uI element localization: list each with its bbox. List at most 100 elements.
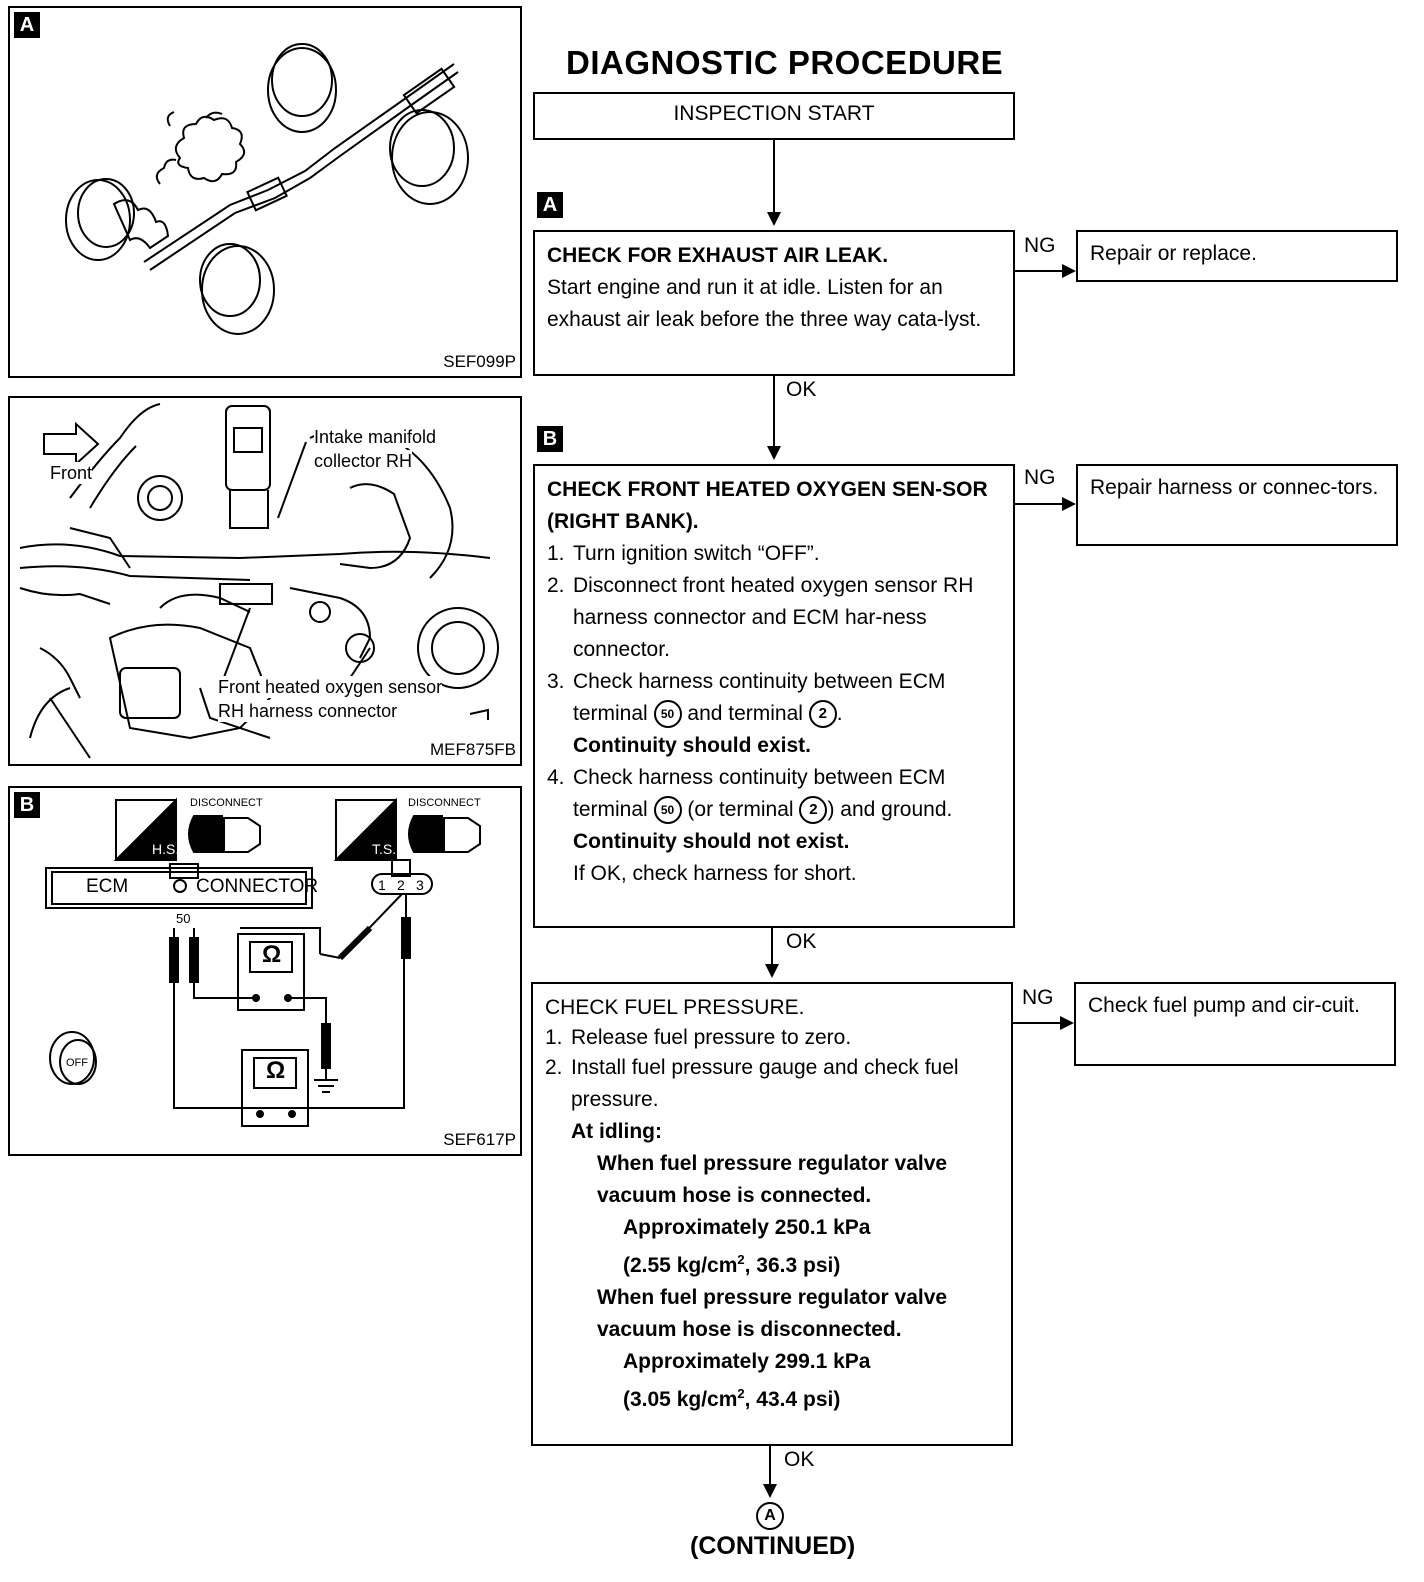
step-b-item-2: 2. Disconnect front heated oxygen sensor … [547, 570, 1001, 666]
ng-result-a-box: Repair or replace. [1076, 230, 1398, 282]
collector-rh-label: collector RH [314, 450, 413, 472]
ohm-label-1: Ω [262, 941, 282, 968]
step-text-part: ) and ground. [827, 798, 953, 821]
ng-result-c-box: Check fuel pump and cir-cuit. [1074, 982, 1396, 1066]
figure-tag-a: A [14, 12, 40, 38]
step-c-heading: CHECK FUEL PRESSURE. [545, 996, 805, 1019]
pin-3-label: 3 [416, 877, 424, 893]
step-tag-b: B [537, 426, 563, 452]
arrow-right-icon [1060, 1016, 1074, 1030]
step-text-part: Check harness continuity between ECM ter… [573, 670, 946, 725]
arrow-down-icon [765, 964, 779, 978]
engine-bay-illustration [19, 403, 499, 759]
pin-1-label: 1 [378, 877, 386, 893]
step-b-result-4: Continuity should not exist. [573, 830, 850, 853]
step-tag-a: A [537, 192, 563, 218]
ng-line [1015, 503, 1063, 505]
step-a-box: CHECK FOR EXHAUST AIR LEAK. Start engine… [533, 230, 1015, 376]
arrow-down-icon [767, 446, 781, 460]
figure-code-b: SEF617P [443, 1130, 516, 1149]
inspection-start-box: INSPECTION START [533, 92, 1015, 140]
step-c-box: CHECK FUEL PRESSURE. 1.Release fuel pres… [531, 982, 1013, 1446]
ng-result-b-box: Repair harness or connec-tors. [1076, 464, 1398, 546]
inspection-start-label: INSPECTION START [673, 102, 875, 125]
ng-line [1013, 1022, 1061, 1024]
disconnect-label-1: DISCONNECT [190, 797, 263, 809]
connector-line [771, 928, 773, 966]
arrow-right-icon [1062, 264, 1076, 278]
ohm-label-2: Ω [266, 1057, 286, 1084]
terminal-2-badge: 2 [808, 700, 837, 729]
step-text-part: (or terminal [687, 798, 794, 821]
figure-code-a: SEF099P [443, 352, 516, 371]
step-number: 1. [547, 542, 565, 565]
idling-label: At idling: [571, 1120, 662, 1143]
arrow-right-icon [1062, 497, 1076, 511]
superscript: 2 [737, 1252, 745, 1267]
ng-result-c-text: Check fuel pump and cir-cuit. [1088, 994, 1360, 1017]
step-b-item-4: 4. Check harness continuity between ECM … [547, 762, 1001, 826]
connector-line [773, 376, 775, 448]
condition-disconnected: When fuel pressure regulator valve vacuu… [597, 1286, 948, 1341]
value-text: , 36.3 psi) [744, 1254, 841, 1277]
step-text: Check harness continuity between ECM ter… [573, 666, 1001, 730]
step-b-box: CHECK FRONT HEATED OXYGEN SEN-SOR (RIGHT… [533, 464, 1015, 928]
step-c-item-2: 2. Install fuel pressure gauge and check … [545, 1052, 999, 1116]
connector-line [773, 140, 775, 214]
value-disconnected-alt: (3.05 kg/cm2, 43.4 psi) [545, 1378, 999, 1416]
figure-tag-b: B [14, 792, 40, 818]
ng-line [1015, 270, 1063, 272]
value-text: , 43.4 psi) [744, 1388, 841, 1411]
pin-50-label: 50 [176, 911, 191, 926]
value-text: (3.05 kg/cm [623, 1388, 738, 1411]
step-a-heading: CHECK FOR EXHAUST AIR LEAK. [547, 244, 889, 267]
step-text-part: . [836, 702, 843, 725]
ecm-label: ECM [86, 876, 129, 897]
value-text: (2.55 kg/cm [623, 1254, 738, 1277]
intake-manifold-label: Intake manifold [314, 426, 437, 448]
step-text: Install fuel pressure gauge and check fu… [571, 1056, 959, 1111]
ok-label-b: OK [786, 930, 817, 953]
continued-marker-badge: A [756, 1502, 784, 1530]
value-disconnected-kpa: Approximately 299.1 kPa [623, 1350, 871, 1373]
superscript: 2 [737, 1386, 745, 1401]
step-c-item-1: 1.Release fuel pressure to zero. [545, 1024, 999, 1052]
hs-label: H.S. [152, 841, 180, 857]
figure-exhaust-leak: A SEF099P [8, 6, 522, 378]
ng-label-a: NG [1024, 234, 1056, 257]
value-connected-kpa: Approximately 250.1 kPa [623, 1216, 871, 1239]
ts-label: T.S. [372, 841, 397, 857]
ok-label-c: OK [784, 1448, 815, 1471]
key-off-label: OFF [66, 1057, 88, 1069]
figure-engine-bay: Front Intake manifold collector RH Front… [8, 396, 522, 766]
step-text-part: Check harness continuity between ECM ter… [573, 766, 946, 821]
step-number: 4. [547, 766, 565, 789]
figure-code-engine: MEF875FB [430, 740, 516, 759]
step-b-note: If OK, check harness for short. [573, 862, 857, 885]
value-connected-alt: (2.55 kg/cm2, 36.3 psi) [545, 1244, 999, 1282]
ok-label-a: OK [786, 378, 817, 401]
arrow-down-icon [767, 212, 781, 226]
step-a-body: Start engine and run it at idle. Listen … [547, 276, 982, 331]
disconnect-label-2: DISCONNECT [408, 797, 481, 809]
step-number: 2. [547, 574, 565, 597]
step-text: Release fuel pressure to zero. [571, 1026, 852, 1049]
step-text: Turn ignition switch “OFF”. [573, 542, 820, 565]
pin-2-label: 2 [397, 877, 405, 893]
step-text: Check harness continuity between ECM ter… [573, 762, 1001, 826]
front-label: Front [50, 462, 93, 484]
step-number: 2. [545, 1056, 563, 1079]
connector-line [769, 1446, 771, 1486]
page-title: DIAGNOSTIC PROCEDURE [566, 44, 1004, 81]
ng-result-b-text: Repair harness or connec-tors. [1090, 476, 1379, 499]
step-b-item-3: 3. Check harness continuity between ECM … [547, 666, 1001, 730]
terminal-50-badge: 50 [653, 700, 682, 729]
step-b-result-3: Continuity should exist. [573, 734, 812, 757]
step-b-heading: CHECK FRONT HEATED OXYGEN SEN-SOR (RIGHT… [547, 478, 988, 533]
connector-label: CONNECTOR [196, 876, 319, 897]
figure-continuity-check: B [8, 786, 522, 1156]
condition-connected: When fuel pressure regulator valve vacuu… [597, 1152, 948, 1207]
sensor-label-1: Front heated oxygen sensor [218, 676, 443, 698]
step-text-part: and terminal [687, 702, 803, 725]
step-text: Disconnect front heated oxygen sensor RH… [573, 574, 974, 661]
